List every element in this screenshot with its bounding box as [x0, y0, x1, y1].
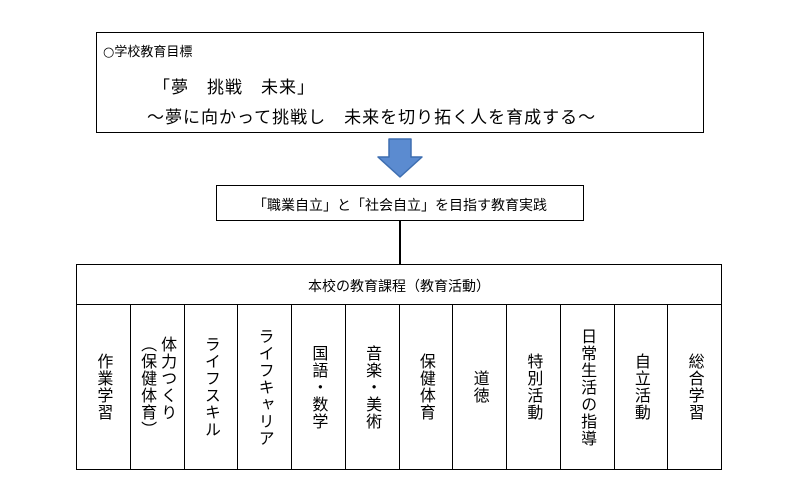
curriculum-column: 日常生活の指導: [559, 305, 614, 469]
curriculum-column: 体力つくり （保健体育）: [129, 305, 184, 469]
curriculum-column-label: 特別活動: [524, 353, 544, 421]
curriculum-column-label: 道徳: [470, 370, 490, 404]
school-goal-box: ○学校教育目標 「夢 挑戦 未来」 ～夢に向かって挑戦し 未来を切り拓く人を育成…: [96, 32, 704, 133]
curriculum-column: 作業学習: [77, 305, 130, 469]
curriculum-column: 自立活動: [613, 305, 668, 469]
down-arrow-icon: [377, 138, 423, 178]
curriculum-column: ライフキャリア: [237, 305, 291, 469]
curriculum-column: 音楽・美術: [344, 305, 399, 469]
curriculum-column-label: ライフスキル: [201, 336, 221, 438]
curriculum-column-label: 総合学習: [685, 353, 705, 421]
goal-motto: 「夢 挑戦 未来」: [153, 78, 315, 98]
curriculum-column: 保健体育: [398, 305, 453, 469]
goal-heading: ○学校教育目標: [103, 45, 193, 60]
curriculum-column-label: 日常生活の指導: [578, 327, 598, 447]
curriculum-column-label: ライフキャリア: [255, 327, 275, 447]
curriculum-table: 本校の教育課程（教育活動） 作業学習 体力つくり （保健体育） ライフスキル ライフキ…: [76, 264, 722, 470]
curriculum-column-label: 保健体育: [416, 353, 436, 421]
curriculum-title: 本校の教育課程（教育活動）: [308, 279, 490, 295]
curriculum-column: 国語・数学: [291, 305, 345, 469]
curriculum-column-label: 音楽・美術: [363, 344, 383, 430]
curriculum-column: ライフスキル: [183, 305, 238, 469]
goal-subtitle: ～夢に向かって挑戦し 未来を切り拓く人を育成する～: [147, 108, 597, 128]
curriculum-column-label: 体力つくり （保健体育）: [138, 336, 178, 438]
curriculum-title-cell: 本校の教育課程（教育活動）: [77, 265, 721, 305]
practice-box: 「職業自立」と「社会自立」を目指す教育実践: [216, 185, 584, 221]
curriculum-column: 道徳: [452, 305, 506, 469]
curriculum-column-label: 国語・数学: [309, 344, 329, 430]
curriculum-columns: 作業学習 体力つくり （保健体育） ライフスキル ライフキャリア 国語・数学 音楽・美術 保…: [77, 305, 721, 469]
practice-label: 「職業自立」と「社会自立」を目指す教育実践: [253, 198, 547, 214]
curriculum-column: 総合学習: [667, 305, 721, 469]
curriculum-column-label: 作業学習: [94, 353, 114, 421]
curriculum-column-label: 自立活動: [631, 353, 651, 421]
curriculum-column: 特別活動: [506, 305, 560, 469]
connector-line: [399, 221, 401, 264]
